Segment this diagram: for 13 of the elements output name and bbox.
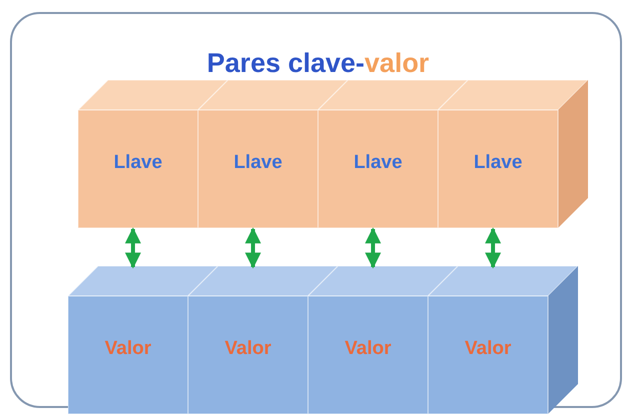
- double-arrow: [245, 227, 261, 269]
- double-arrow: [485, 227, 501, 269]
- cube-label: Valor: [464, 338, 512, 360]
- cube-label: Valor: [224, 338, 272, 360]
- cube-label: Valor: [344, 338, 392, 360]
- cube-label: Llave: [234, 152, 282, 174]
- double-arrow: [365, 227, 381, 269]
- double-arrow: [125, 227, 141, 269]
- cube-label: Llave: [114, 152, 162, 174]
- cube-label: Llave: [354, 152, 402, 174]
- title: Pares clave-valor: [206, 48, 430, 79]
- cube-label: Llave: [474, 152, 522, 174]
- cube-label: Valor: [104, 338, 152, 360]
